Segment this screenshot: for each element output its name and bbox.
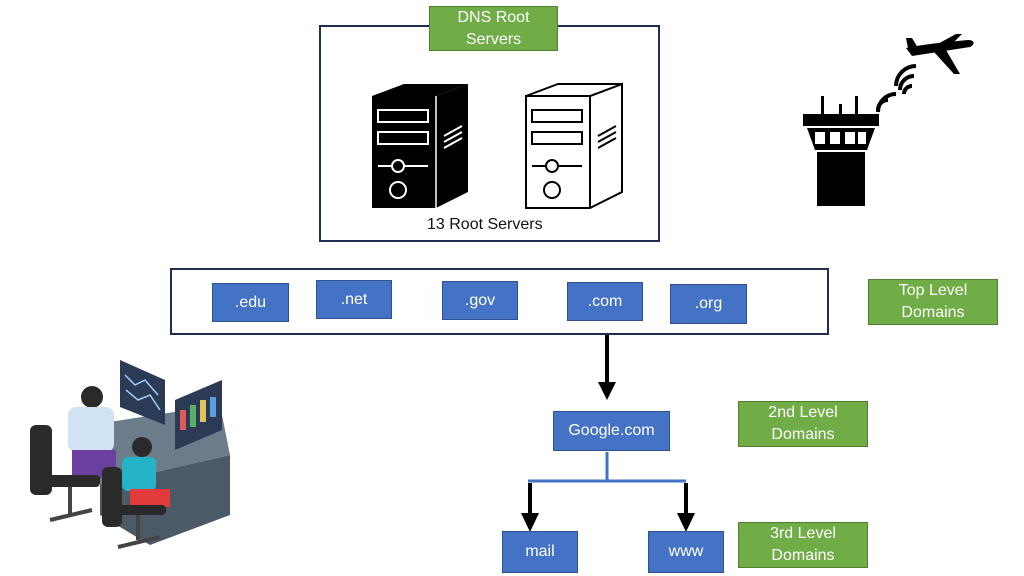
third-level-domains-label: 3rd Level Domains bbox=[738, 522, 868, 568]
dns-root-line1: DNS Root bbox=[457, 8, 530, 26]
dns-root-servers-label: DNS Root Servers bbox=[429, 6, 558, 51]
google-com-node: Google.com bbox=[553, 411, 670, 451]
tld-net: .net bbox=[316, 280, 392, 319]
server-icon-black bbox=[372, 84, 468, 208]
www-node: www bbox=[648, 531, 724, 573]
second-label-line1: 2nd Level bbox=[768, 404, 838, 421]
third-label-line2: Domains bbox=[771, 547, 835, 564]
operators-illustration bbox=[30, 360, 230, 549]
mail-node: mail bbox=[502, 531, 578, 573]
second-level-domains-label: 2nd Level Domains bbox=[738, 401, 868, 447]
airplane-icon bbox=[906, 34, 974, 74]
tld-gov: .gov bbox=[442, 281, 518, 320]
server-icon-white bbox=[525, 82, 623, 209]
third-label-line1: 3rd Level bbox=[770, 525, 836, 542]
top-level-domains-label: Top Level Domains bbox=[868, 279, 998, 325]
tld-com: .com bbox=[567, 282, 643, 321]
tld-edu: .edu bbox=[212, 283, 289, 322]
root-servers-caption: 13 Root Servers bbox=[427, 216, 543, 233]
tld-label-line1: Top Level bbox=[898, 282, 968, 299]
tld-label-line2: Domains bbox=[901, 304, 965, 321]
dns-root-line2: Servers bbox=[465, 30, 522, 48]
tld-org: .org bbox=[670, 284, 747, 324]
second-label-line2: Domains bbox=[771, 426, 835, 443]
signal-icon bbox=[876, 64, 917, 113]
control-tower-icon bbox=[803, 96, 879, 206]
